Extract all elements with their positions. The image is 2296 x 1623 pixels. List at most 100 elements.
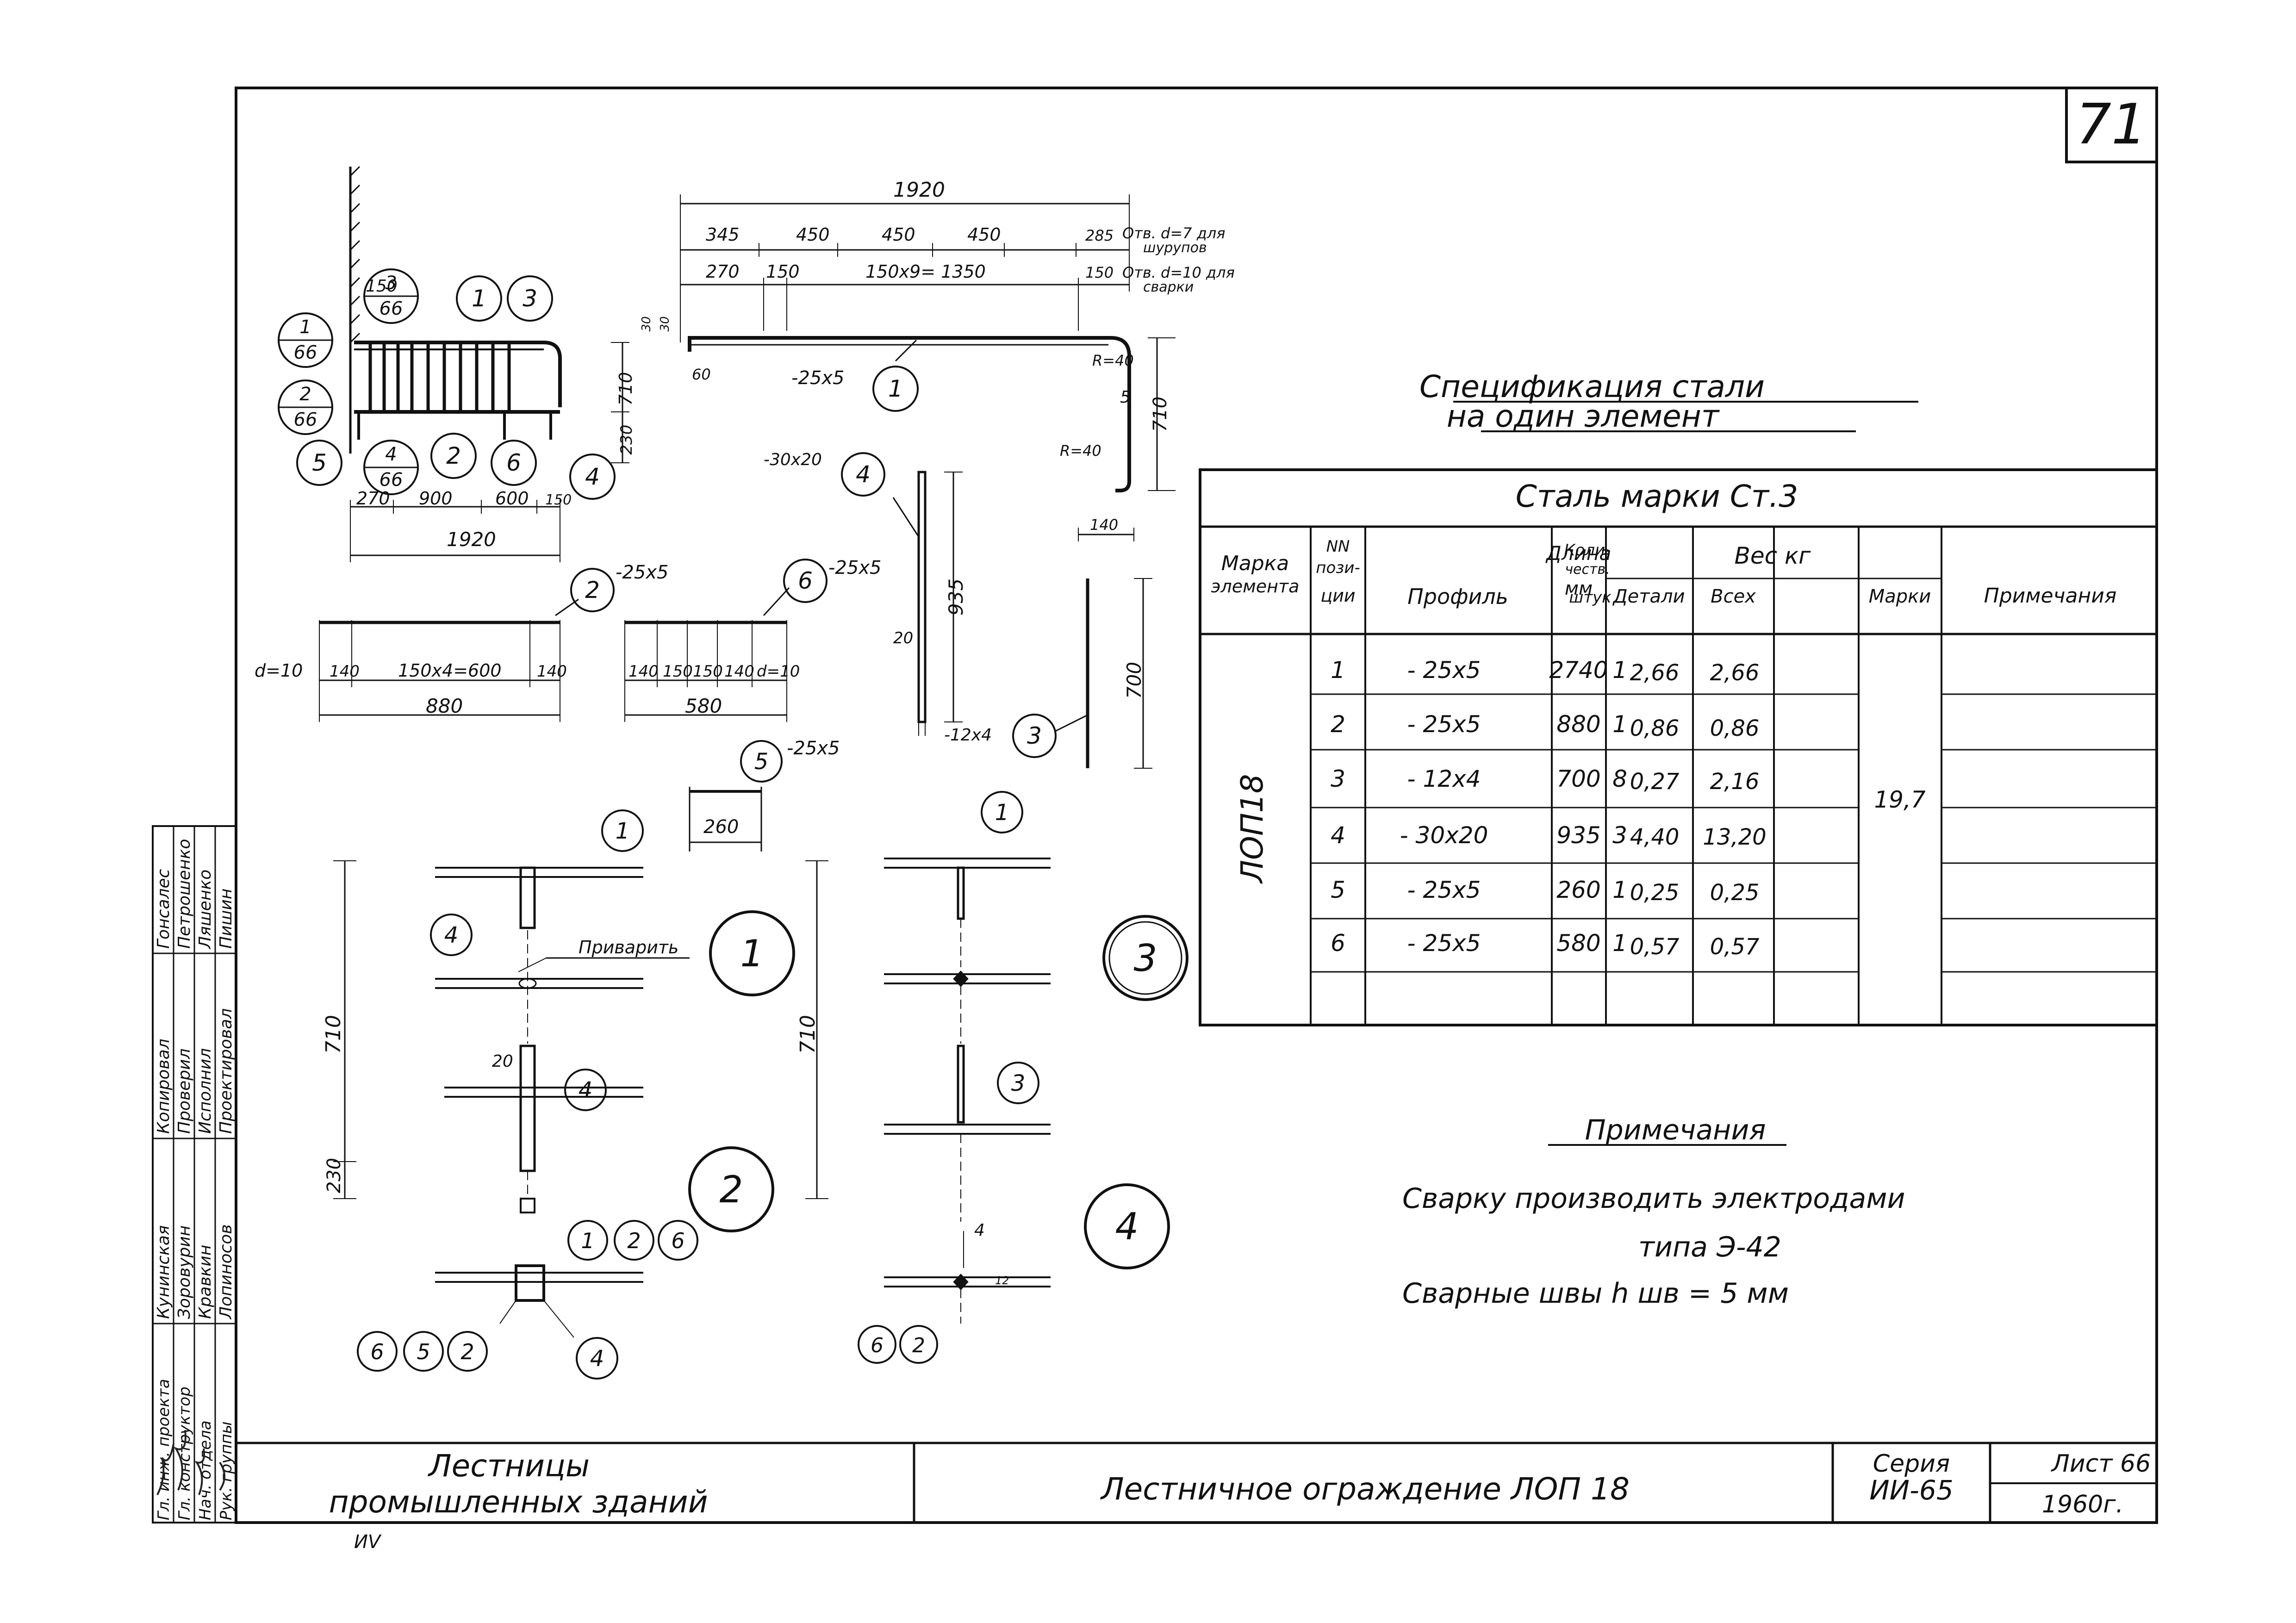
pos-num: 2	[446, 442, 461, 469]
sig-col3-0: Кунинская	[154, 1225, 173, 1319]
p1-hole1b: шурупов	[1143, 240, 1207, 256]
ref-sheet: 66	[380, 469, 403, 491]
hdr-length-2: мм	[1565, 578, 1593, 599]
pos-num: 5	[417, 1339, 430, 1364]
dim-1920: 1920	[447, 528, 496, 551]
pos-marker-4-n2b: 4	[576, 1337, 618, 1380]
p3-profile: -12x4	[944, 726, 992, 745]
row-w-detail: 0,25	[1630, 880, 1680, 906]
pos-marker-5-p5: 5	[740, 740, 783, 783]
pos-num: 5	[754, 749, 769, 775]
p6-profile: -25x5	[828, 557, 881, 578]
pos-num: 6	[506, 449, 521, 476]
p1-r40b: R=40	[1060, 442, 1101, 460]
p2-140b: 140	[537, 662, 567, 681]
row-profile: - 25x5	[1407, 930, 1481, 957]
node-label-4: 4	[1084, 1183, 1170, 1269]
hdr-notes: Примечания	[1984, 584, 2117, 608]
signature-strip: Гл. инж. проекта Гл. конструктор Нач. от…	[152, 825, 237, 1524]
ref-num: 4	[385, 444, 397, 465]
pos-marker-6: 6	[491, 440, 537, 486]
weld-note: Приварить	[579, 937, 678, 958]
row-length: 880	[1556, 711, 1600, 738]
section-ref-1-66: 1 66	[278, 312, 333, 368]
pos-marker-3-p3: 3	[1012, 714, 1057, 758]
pos-marker-6-p6: 6	[783, 559, 828, 603]
pos-num: 1	[616, 818, 630, 844]
pos-marker-1: 1	[456, 275, 502, 322]
p1-30b: 30	[658, 316, 672, 331]
sig-col5-1: Петрошенко	[175, 839, 194, 949]
node-label-3: 3	[1102, 915, 1188, 1001]
year: 1960г.	[2042, 1491, 2123, 1518]
row-qty: 1	[1612, 711, 1627, 738]
notes-line1: Сварку производить электродами	[1402, 1182, 1905, 1215]
pos-marker-4: 4	[569, 454, 616, 500]
sig-role-2: Нач. отдела	[196, 1420, 215, 1520]
sig-col4-2: Исполнил	[196, 1048, 215, 1134]
hdr-mark-2: элемента	[1211, 576, 1300, 597]
node-label-2: 2	[688, 1146, 774, 1232]
p2-d10: d=10	[255, 660, 303, 681]
p3-700: 700	[1123, 662, 1145, 699]
part-5-drawing	[689, 787, 762, 852]
p4-935: 935	[945, 578, 967, 616]
p1-150x9: 150x9= 1350	[865, 261, 986, 282]
row-qty: 3	[1612, 822, 1627, 849]
p4-20: 20	[893, 629, 913, 647]
p1-710: 710	[1150, 397, 1171, 432]
sig-role-0: Гл. инж. проекта	[155, 1379, 173, 1520]
pos-marker-2-n2b: 2	[447, 1331, 488, 1372]
p1-hole2: Отв. d=10 для	[1122, 264, 1235, 281]
p2-140a: 140	[330, 662, 360, 681]
dim-710: 710	[616, 372, 636, 406]
p1-30: 30	[640, 316, 653, 331]
below-mark: ИV	[354, 1531, 382, 1553]
sig-col5-2: Ляшенко	[196, 870, 215, 950]
pos-marker-1-n2: 1	[567, 1220, 608, 1261]
ref-num: 3	[385, 273, 397, 294]
ref-sheet: 66	[294, 342, 317, 363]
pos-marker-4-n1: 4	[430, 914, 473, 956]
sheet-number: 71	[2076, 93, 2147, 157]
hdr-profile: Профиль	[1407, 584, 1508, 609]
row-w-detail: 4,40	[1630, 824, 1680, 850]
pos-num: 6	[671, 1228, 684, 1253]
p6-150b: 150	[693, 662, 723, 681]
pos-marker-2-p2: 2	[570, 568, 615, 612]
pos-marker-1-n1: 1	[601, 809, 644, 852]
part-4-3-drawing	[892, 471, 1152, 769]
spec-title-line1: Спецификация стали	[1419, 369, 1765, 404]
row-pos: 4	[1331, 822, 1345, 849]
p1-150: 150	[766, 261, 800, 282]
node-12: 12	[995, 1274, 1009, 1287]
node-710b: 710	[796, 1015, 820, 1054]
p1-r40a: R=40	[1092, 352, 1134, 369]
row-pos: 2	[1331, 711, 1345, 738]
section-ref-3-66: 3 66	[363, 268, 419, 324]
node-num: 3	[1134, 937, 1157, 980]
p1-profile: -25x5	[791, 367, 844, 389]
handwritten-signatures	[156, 1430, 225, 1495]
node-4: 4	[974, 1221, 985, 1240]
pos-num: 6	[370, 1339, 384, 1364]
p6-150a: 150	[663, 662, 693, 681]
pos-num: 4	[444, 922, 459, 948]
pos-marker-2-n4: 2	[899, 1325, 938, 1364]
sig-role-3: Рук. группы	[217, 1421, 236, 1520]
table-row: 3 - 12x4 700 8 0,27 2,16	[1331, 765, 1759, 795]
table-row: 4 - 30x20 935 3 4,40 13,20	[1331, 822, 1767, 850]
node-710a: 710	[322, 1015, 345, 1054]
row-pos: 3	[1331, 765, 1345, 792]
elevation-labels: 150 270 900 600 150 1920 710 230 1 66 2 …	[278, 268, 636, 551]
row-w-detail: 0,57	[1630, 934, 1680, 960]
sig-col5-0: Гонсалес	[154, 869, 173, 949]
sig-col3-3: Лопиносов	[217, 1224, 236, 1320]
dim-230: 230	[617, 425, 636, 455]
title-left-line2: промышленных зданий	[329, 1484, 708, 1520]
nodes-right-labels: 710 4 12 1 3 6 2 3 4	[796, 791, 1188, 1364]
pos-num: 1	[888, 375, 903, 402]
nodes-left-drawing	[333, 860, 690, 1338]
hdr-weight-group: Вес кг	[1735, 542, 1811, 569]
p1-270: 270	[706, 261, 740, 282]
